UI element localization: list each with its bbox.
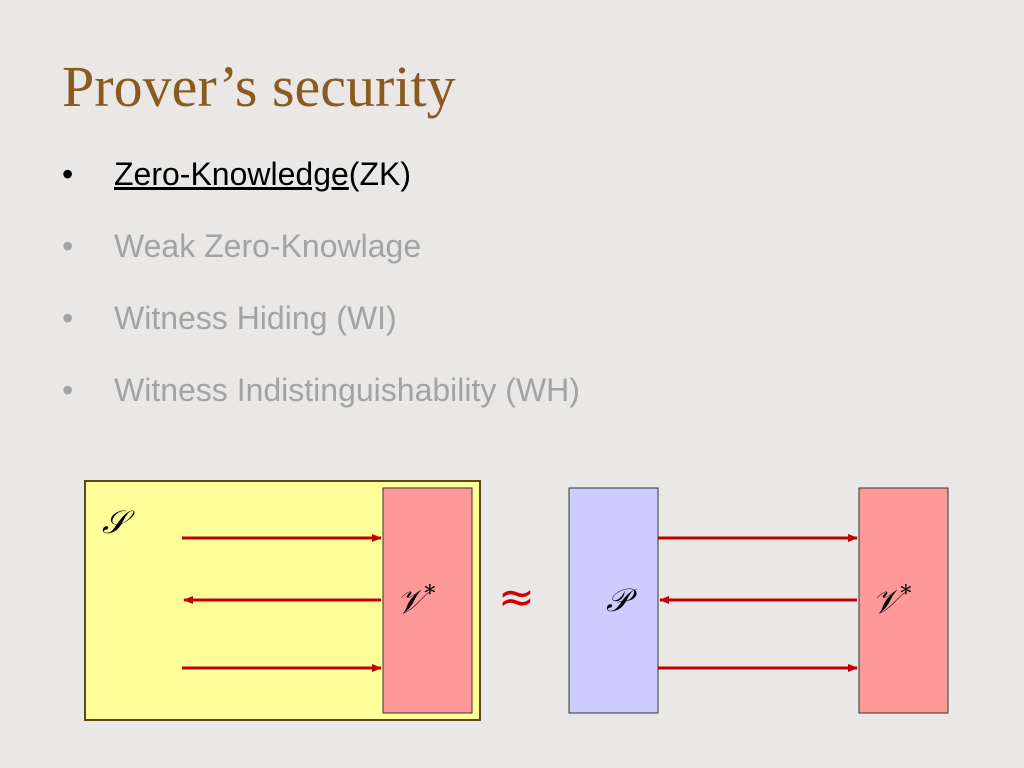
approx-symbol: ≈ (498, 572, 535, 623)
bullet-witness-hiding-text: Witness Hiding (WI) (114, 300, 397, 336)
bullet-dot: • (62, 156, 74, 192)
bullet-witness-indistinguishability: • Witness Indistinguishability (WH) (62, 374, 580, 446)
bullet-weak-zero-knowledge-text: Weak Zero-Knowlage (114, 228, 422, 264)
bullet-dot: • (62, 228, 74, 264)
bullet-witness-indistinguishability-text: Witness Indistinguishability (WH) (114, 372, 580, 408)
verifier-box-right (858, 487, 949, 714)
bullet-zero-knowledge-abbrev: (ZK) (348, 156, 411, 192)
prover-box (568, 487, 659, 714)
bullet-zero-knowledge: • Zero-Knowledge (ZK) (62, 158, 580, 230)
verifier-box-left (382, 487, 473, 714)
bullet-weak-zero-knowledge: • Weak Zero-Knowlage (62, 230, 580, 302)
verifier-star-left: * (424, 582, 435, 607)
bullet-dot: • (62, 372, 74, 408)
verifier-star-right: * (900, 582, 911, 607)
bullet-dot: • (62, 300, 74, 336)
bullet-zero-knowledge-term: Zero-Knowledge (114, 156, 349, 192)
bullet-list: • Zero-Knowledge (ZK) • Weak Zero-Knowla… (62, 158, 580, 446)
bullet-witness-hiding: • Witness Hiding (WI) (62, 302, 580, 374)
slide-title: Prover’s security (62, 54, 456, 119)
